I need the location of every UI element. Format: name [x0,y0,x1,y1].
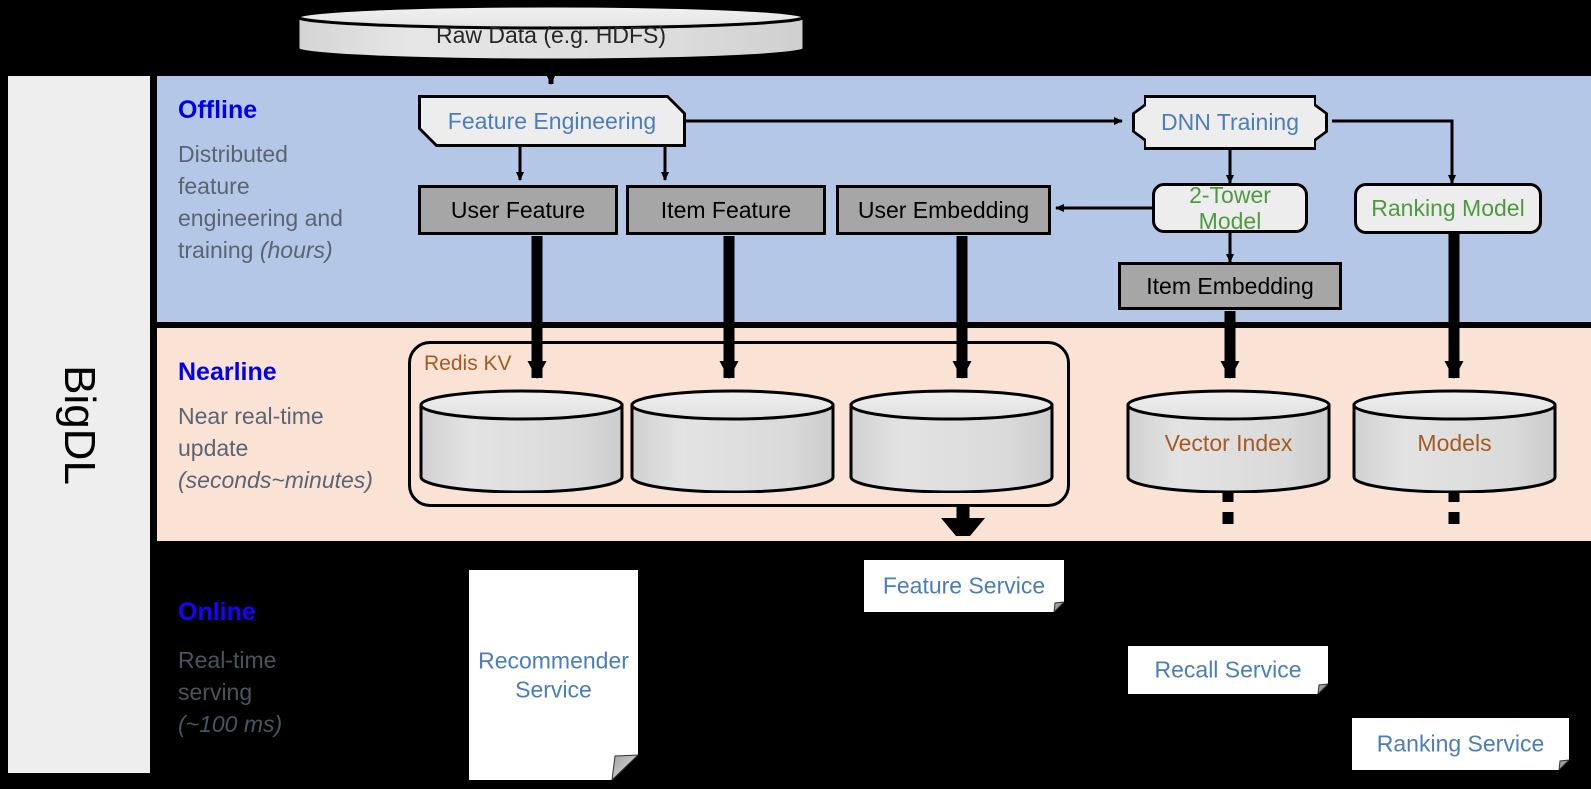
user-embedding-label: User Embedding [857,196,1030,223]
offline-desc-emphasis: (hours) [259,237,333,263]
nearline-title: Nearline [178,358,277,386]
item-feature-store-cylinder[interactable] [630,389,835,493]
recommender-service-label: Recommender Service [469,646,638,704]
nearline-description: Near real-time update (seconds~minutes) [178,400,408,496]
item-feature-label: Item Feature [660,196,792,223]
user-feature-label: User Feature [450,196,586,223]
two-tower-model-label: 2-Tower Model [1189,181,1271,234]
offline-desc-line3: engineering and [178,205,343,231]
models-label: Models [1417,430,1492,457]
dnn-training-node[interactable]: DNN Training [1132,95,1328,150]
offline-desc-line4: training [178,237,260,263]
feature-service-label: Feature Service [882,572,1046,599]
recall-service-node[interactable]: Recall Service [1128,646,1328,694]
item-embedding-node[interactable]: Item Embedding [1118,262,1342,310]
two-tower-model-node[interactable]: 2-Tower Model [1152,181,1308,234]
online-desc-line2: serving [178,679,253,705]
bigdl-rail: BigDL [8,76,150,773]
recommender-service-line1: Recommender [478,647,629,674]
user-feature-store-cylinder[interactable] [419,389,624,493]
user-embedding-store-cylinder[interactable] [849,389,1054,493]
online-title: Online [178,598,256,626]
vector-index-cylinder[interactable]: Vector Index [1126,389,1331,493]
item-feature-node[interactable]: Item Feature [626,185,826,235]
bigdl-label: BigDL [55,364,104,485]
feature-engineering-node[interactable]: Feature Engineering [418,95,686,147]
ranking-model-label: Ranking Model [1371,195,1525,222]
models-cylinder[interactable]: Models [1352,389,1557,493]
dnn-training-fill [1135,98,1325,147]
raw-data-label: Raw Data (e.g. HDFS) [435,22,667,49]
item-embedding-label: Item Embedding [1146,272,1314,299]
user-feature-node[interactable]: User Feature [418,185,618,235]
online-desc-emphasis: (~100 ms) [178,711,283,737]
vector-index-label: Vector Index [1164,430,1293,457]
nearline-desc-line1: Near real-time [178,403,324,429]
offline-desc-line2: feature [178,173,250,199]
redis-kv-group [408,341,1070,507]
ranking-service-node[interactable]: Ranking Service [1352,718,1569,770]
feature-engineering-fill [421,98,683,144]
ranking-model-node[interactable]: Ranking Model [1354,183,1542,234]
recall-service-label: Recall Service [1154,656,1302,683]
redis-kv-label: Redis KV [424,352,512,375]
offline-desc-line1: Distributed [178,141,288,167]
nearline-desc-line2: update [178,435,249,461]
online-desc-line1: Real-time [178,647,277,673]
feature-service-node[interactable]: Feature Service [864,560,1064,612]
recommender-service-node[interactable]: Recommender Service [469,570,638,780]
offline-description: Distributed feature engineering and trai… [178,138,408,266]
online-description: Real-time serving (~100 ms) [178,644,408,740]
raw-data-cylinder: Raw Data (e.g. HDFS) [296,4,806,62]
user-embedding-node[interactable]: User Embedding [836,185,1051,235]
offline-title: Offline [178,96,258,124]
recommender-service-line2: Service [515,676,592,702]
ranking-service-label: Ranking Service [1376,730,1545,757]
nearline-desc-emphasis: (seconds~minutes) [178,467,373,493]
